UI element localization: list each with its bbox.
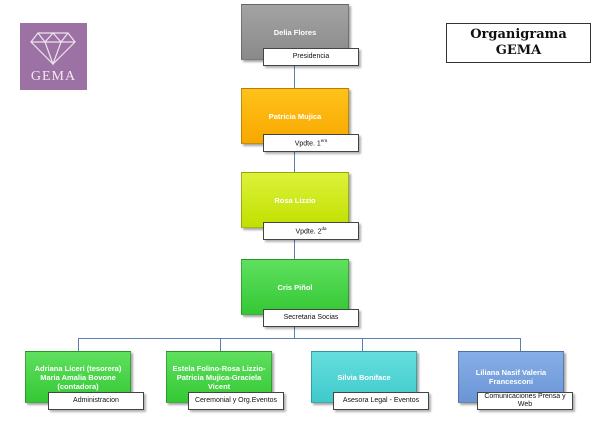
role-administracion: Administracion <box>48 392 144 410</box>
node-name: Adriana Liceri (tesorera) Maria Amalia B… <box>34 363 122 391</box>
title-line-1: Organigrama <box>470 27 567 42</box>
role-label: Asesora Legal - Eventos <box>342 397 420 404</box>
connector-horizontal <box>78 338 521 339</box>
role-label: Vpdte. 2 <box>295 228 322 236</box>
node-name: Liliana Nasif Valeria Francesconi <box>475 368 547 386</box>
node-name: Patricia Mujica <box>268 111 322 121</box>
role-ceremonial: Ceremonial y Org.Eventos <box>188 392 284 410</box>
role-secretaria: Secretaria Socias <box>263 309 359 327</box>
connector-drop-4 <box>520 338 521 351</box>
node-secretaria: Cris Piñol <box>241 259 349 315</box>
node-name: Estela Folino-Rosa Lizzio-Patricia Mujic… <box>172 363 266 391</box>
diamond-icon <box>30 32 76 66</box>
role-label: Administracion <box>73 397 119 404</box>
role-presidencia: Presidencia <box>263 48 359 66</box>
gema-logo: GEMA <box>20 23 87 90</box>
connector-drop-2 <box>220 338 221 351</box>
title-line-2: GEMA <box>495 43 542 58</box>
role-vicepresidente-2: Vpdte. 2da <box>263 222 359 240</box>
role-label: Presidencia <box>292 53 330 60</box>
role-sup: era <box>320 138 328 144</box>
connector-drop-1 <box>78 338 79 351</box>
role-vicepresidente-1: Vpdte. 1era <box>263 134 359 152</box>
node-vicepresidente-2: Rosa Lizzio <box>241 172 349 228</box>
connector-drop-3 <box>362 338 363 351</box>
role-sup: da <box>321 226 327 232</box>
role-legal: Asesora Legal - Eventos <box>333 392 429 410</box>
logo-text: GEMA <box>30 69 77 84</box>
title-box: Organigrama GEMA <box>446 23 591 63</box>
role-label: Ceremonial y Org.Eventos <box>194 397 278 404</box>
role-comunicaciones: Comunicaciones Prensa y Web <box>477 392 573 410</box>
node-name: Silvia Boniface <box>337 372 391 382</box>
node-name: Delia Flores <box>273 27 317 37</box>
node-name: Rosa Lizzio <box>274 195 316 205</box>
role-label: Comunicaciones Prensa y Web <box>484 393 566 408</box>
node-name: Cris Piñol <box>277 282 313 292</box>
role-label: Secretaria Socias <box>283 314 339 321</box>
role-label: Vpdte. 1 <box>294 140 321 148</box>
